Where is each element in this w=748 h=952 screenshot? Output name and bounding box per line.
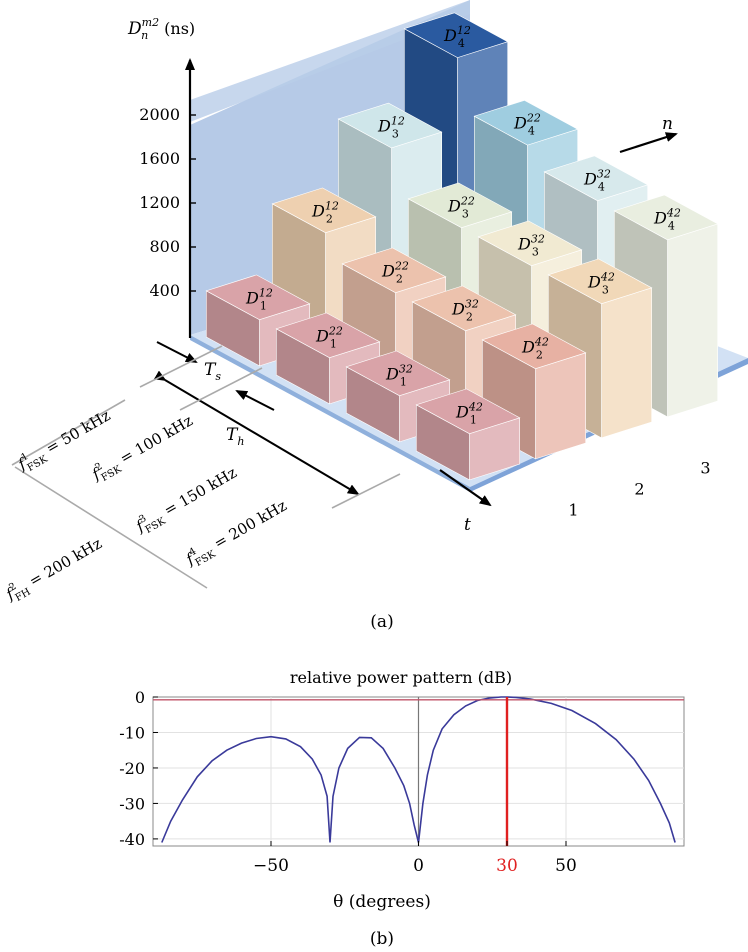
bar-face-right <box>535 352 587 460</box>
bar-face-top <box>205 274 311 321</box>
n-tick-label: 1 <box>568 500 578 519</box>
n-tick-label: 2 <box>634 479 644 498</box>
y-tick-label: 0 <box>135 688 145 707</box>
highlight-tick-label: 30 <box>496 856 518 876</box>
ts-var: T <box>204 360 217 380</box>
z-axis-sup: m2 <box>142 16 159 29</box>
caption-b: (b) <box>370 929 394 949</box>
n-tick-label: 3 <box>700 458 710 477</box>
chart-title: relative power pattern (dB) <box>290 668 512 687</box>
z-tick-label: 1200 <box>139 193 180 212</box>
line-chart-panel: relative power pattern (dB) 0 -10 -20 -30 -4… <box>119 668 685 949</box>
th-sub: h <box>237 435 244 448</box>
bar-face-right <box>667 223 719 418</box>
z-tick-label: 800 <box>149 237 180 256</box>
ts-arrow-left <box>156 341 198 363</box>
bar-face-top <box>337 102 443 149</box>
bar-face-top <box>275 312 381 359</box>
guide-line-2 <box>179 367 263 411</box>
bar-face-right <box>601 287 653 439</box>
guide-line-4 <box>11 399 126 466</box>
bar-face-top <box>547 258 653 305</box>
y-tick-label: -30 <box>119 794 145 813</box>
y-tick-label: -40 <box>119 830 145 849</box>
t-axis-label: t <box>464 515 471 535</box>
bar-face-top <box>543 155 649 202</box>
z-axis-unit: (ns) <box>164 19 195 38</box>
y-tick-label: -20 <box>119 759 145 778</box>
tick-group: 0 -10 -20 -30 -40 −50 0 30 50 <box>119 688 577 876</box>
bar-face-top <box>415 388 521 435</box>
z-axis-var: D <box>127 19 142 39</box>
bar-face-top <box>345 350 451 397</box>
grid-group <box>153 697 684 846</box>
bar-face-top <box>341 247 447 294</box>
frequency-label: f2FH = 200 kHz <box>2 533 107 607</box>
power-pattern-line <box>161 696 676 843</box>
bar-face-top <box>473 99 579 146</box>
back-wall-top-strip <box>190 0 470 122</box>
z-tick-label: 400 <box>149 281 180 300</box>
t-axis-arrow <box>439 469 492 507</box>
bar-face-top <box>411 285 517 332</box>
z-tick-group: 400 800 1200 1600 2000 <box>139 105 196 300</box>
y-tick-label: -10 <box>119 723 145 742</box>
guide-line-1 <box>139 345 223 388</box>
x-tick-label: 0 <box>413 856 424 876</box>
guide-line-3 <box>331 473 401 509</box>
n-axis-arrow <box>619 132 678 154</box>
guide-line-5 <box>14 466 208 589</box>
n-axis-label: n <box>662 114 673 134</box>
th-label: Th <box>226 425 244 448</box>
th-arrow <box>153 370 360 496</box>
x-axis-label: θ (degrees) <box>333 892 431 912</box>
bar-face-top <box>271 187 377 234</box>
ts-sub: s <box>215 370 221 383</box>
th-var: T <box>226 425 239 445</box>
bar-face-top <box>613 194 719 241</box>
x-tick-label: 50 <box>555 856 577 876</box>
frequency-label: f4FSK = 200 kHz <box>182 496 292 573</box>
bar-face-top <box>407 182 513 229</box>
n-tick-group: 1234 <box>568 458 710 519</box>
caption-a: (a) <box>370 612 393 632</box>
bar-face-top <box>481 323 587 370</box>
z-tick-label: 1600 <box>139 149 180 168</box>
x-tick-label: −50 <box>253 856 289 876</box>
bar-face-top <box>477 220 583 267</box>
ts-arrow-right <box>235 390 275 411</box>
series-group <box>153 696 684 846</box>
z-axis-sub: n <box>141 29 148 42</box>
z-tick-label: 2000 <box>139 105 180 124</box>
ts-label: Ts <box>204 360 221 383</box>
bar-face-top <box>403 12 509 58</box>
